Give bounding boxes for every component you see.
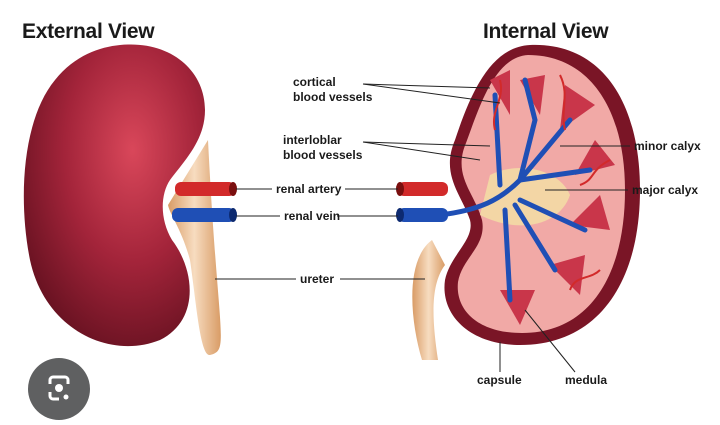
kidney-diagram bbox=[23, 44, 640, 373]
label-line: blood vessels bbox=[293, 90, 373, 104]
cortical-vessels bbox=[492, 74, 611, 291]
external-renal-artery bbox=[175, 182, 235, 196]
label-medula: medula bbox=[565, 373, 608, 387]
camera-icon bbox=[48, 375, 70, 401]
label-ureter: ureter bbox=[300, 272, 335, 286]
internal-renal-artery bbox=[398, 182, 448, 196]
label-line: blood vessels bbox=[283, 148, 363, 162]
internal-ureter bbox=[412, 240, 445, 360]
internal-view-title: Internal View bbox=[483, 20, 609, 43]
label-line: cortical bbox=[293, 75, 336, 89]
label-capsule: capsule bbox=[477, 373, 522, 387]
label-renal-vein: renal vein bbox=[284, 209, 341, 223]
leader-lines bbox=[215, 83, 630, 373]
label-line: interloblar bbox=[283, 133, 342, 147]
internal-renal-vein bbox=[398, 208, 448, 222]
external-kidney-body bbox=[23, 44, 205, 347]
label-renal-artery: renal artery bbox=[276, 182, 342, 196]
internal-kidney bbox=[396, 44, 640, 360]
google-lens-icon[interactable] bbox=[28, 358, 90, 420]
external-renal-vein bbox=[172, 208, 235, 222]
label-minor-calyx: minor calyx bbox=[634, 139, 701, 153]
external-kidney bbox=[23, 44, 237, 356]
external-view-title: External View bbox=[22, 20, 155, 43]
label-major-calyx: major calyx bbox=[632, 183, 699, 197]
